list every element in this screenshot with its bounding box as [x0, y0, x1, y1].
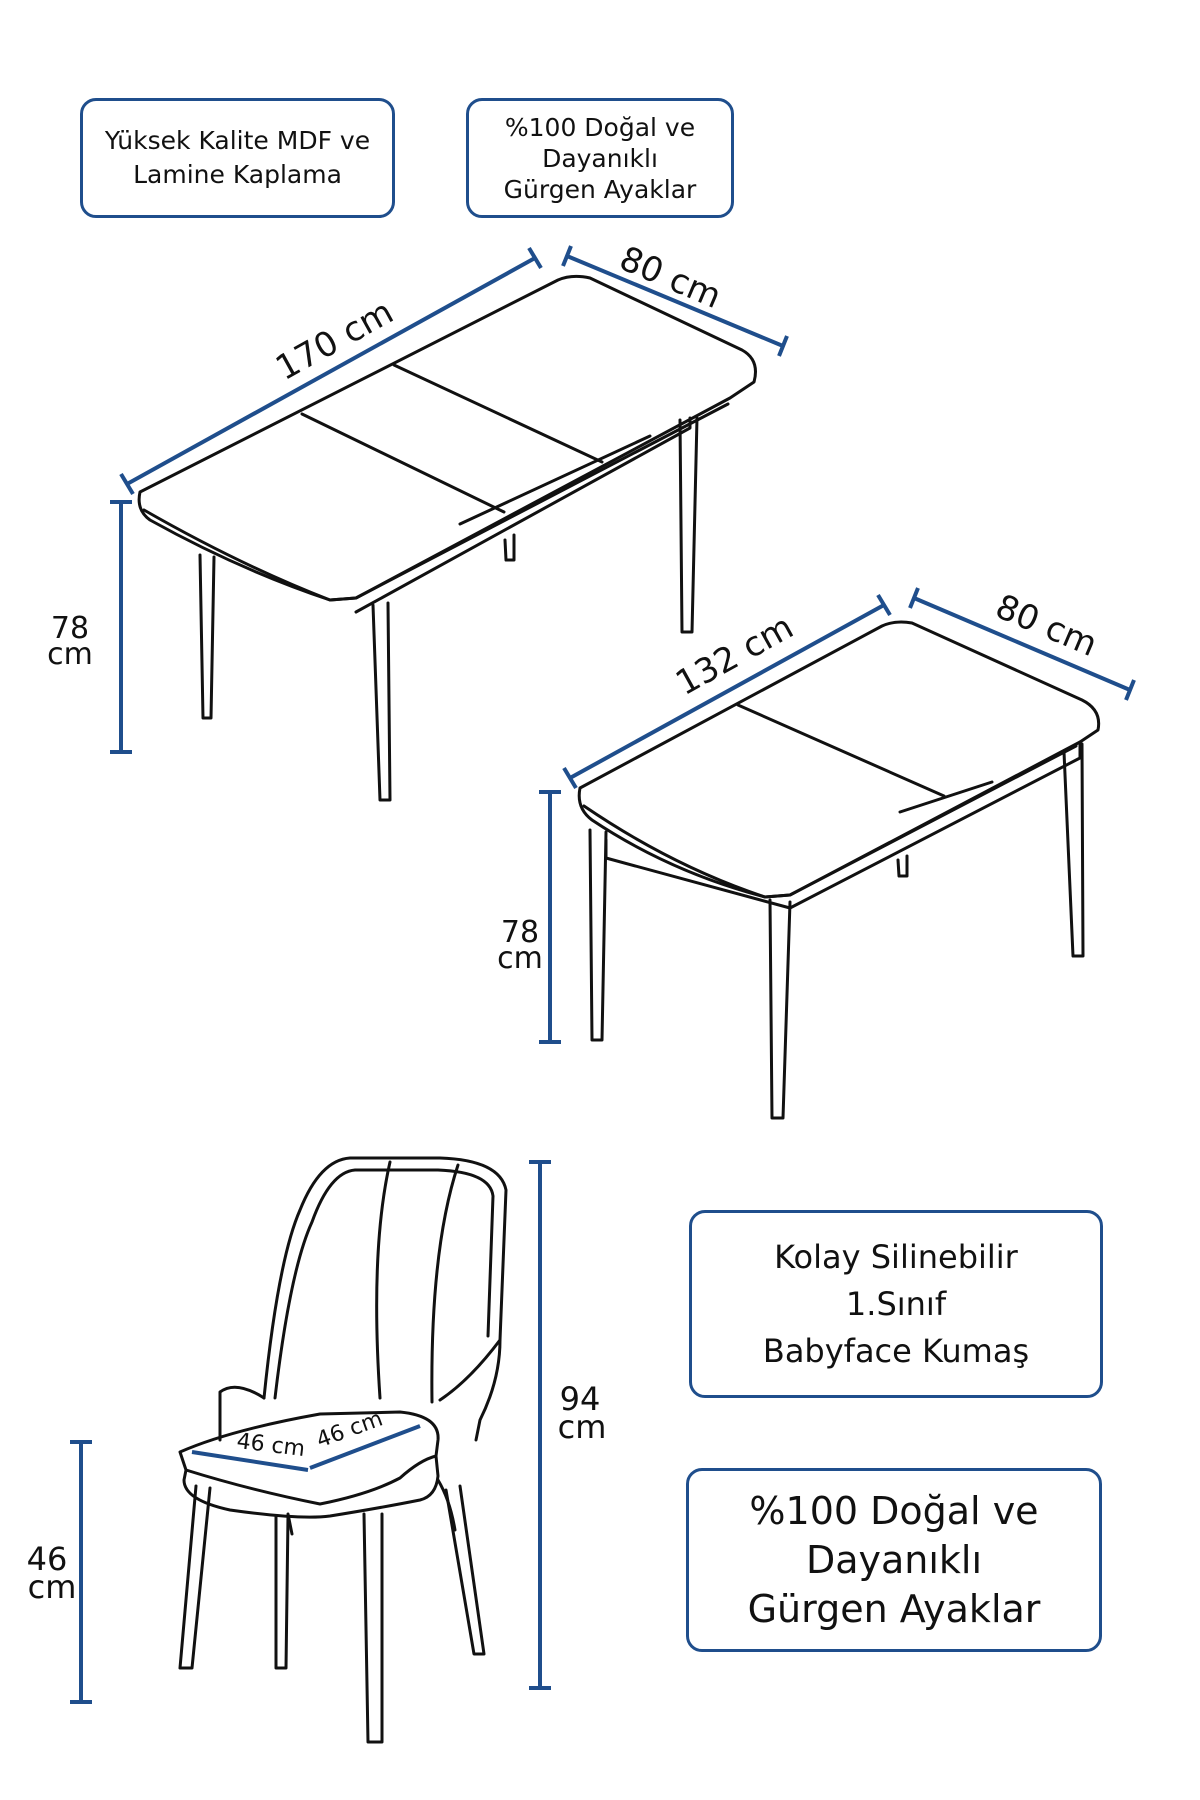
extended-table-width-dimension: 80 cm	[561, 239, 789, 357]
chair-drawing	[178, 1156, 508, 1744]
chair-leg	[444, 1484, 486, 1656]
table-leg	[768, 898, 792, 1120]
chair-seat-height-dimension: 46 cm	[27, 1440, 92, 1704]
extension-leaf-joint	[300, 412, 506, 514]
extended-table-drawing	[137, 274, 757, 802]
height-value: 46	[27, 1540, 68, 1578]
closed-table-drawing	[577, 620, 1101, 1120]
height-unit: cm	[28, 1568, 77, 1606]
closed-table-height-dimension: 78 cm	[497, 790, 561, 1044]
feature-text-line: %100 Doğal ve	[749, 1488, 1039, 1533]
table-leg	[198, 553, 216, 720]
chair-total-height-dimension: 94 cm	[529, 1160, 607, 1690]
table-leg	[371, 601, 392, 802]
seat-width-label: 46 cm	[235, 1429, 306, 1462]
feature-box-table-legs: %100 Doğal ve Dayanıklı Gürgen Ayaklar	[466, 98, 734, 218]
chair-leg	[178, 1484, 212, 1670]
chair-leg	[362, 1512, 384, 1744]
feature-text-line: Yüksek Kalite MDF ve	[104, 126, 371, 155]
feature-text-line: %100 Doğal ve	[504, 112, 696, 142]
extension-leaf-joint	[392, 363, 604, 464]
height-unit: cm	[558, 1408, 607, 1446]
table-leg	[503, 533, 516, 562]
height-unit: cm	[497, 941, 543, 976]
feature-text-line: Gürgen Ayaklar	[747, 1586, 1041, 1631]
feature-text-line: Gürgen Ayaklar	[503, 174, 697, 204]
table-leg	[678, 416, 699, 634]
table-leg	[1062, 742, 1085, 958]
table-leg	[588, 828, 608, 1042]
feature-text-line: 1.Sınıf	[845, 1284, 947, 1323]
extension-leaf-joint	[736, 703, 946, 798]
closed-table-length-dimension: 132 cm	[562, 593, 892, 790]
chair-seat	[178, 1410, 440, 1506]
feature-box-fabric: Kolay Silinebilir 1.Sınıf Babyface Kumaş	[689, 1210, 1103, 1398]
extended-table-height-dimension: 78 cm	[47, 500, 132, 754]
feature-text-line: Dayanıklı	[805, 1537, 983, 1582]
feature-text-line: Dayanıklı	[542, 143, 658, 173]
extended-table-length-dimension: 170 cm	[119, 246, 543, 496]
chair-backrest	[262, 1156, 508, 1402]
closed-table-width-dimension: 80 cm	[908, 587, 1136, 701]
dimension-label: 170 cm	[269, 292, 400, 389]
feature-text-line: Babyface Kumaş	[762, 1331, 1030, 1370]
feature-box-table-material: Yüksek Kalite MDF ve Lamine Kaplama	[80, 98, 395, 218]
height-unit: cm	[47, 637, 93, 672]
feature-text-line: Kolay Silinebilir	[774, 1237, 1018, 1276]
height-value: 78	[51, 611, 89, 646]
table-leg	[896, 854, 909, 878]
dimension-label: 80 cm	[614, 239, 727, 317]
height-value: 94	[560, 1380, 601, 1418]
height-value: 78	[501, 915, 539, 950]
feature-text-line: Lamine Kaplama	[133, 160, 342, 189]
closed-table-top	[577, 620, 1101, 899]
feature-box-chair-legs: %100 Doğal ve Dayanıklı Gürgen Ayaklar	[686, 1468, 1102, 1652]
chair-leg	[274, 1514, 290, 1670]
